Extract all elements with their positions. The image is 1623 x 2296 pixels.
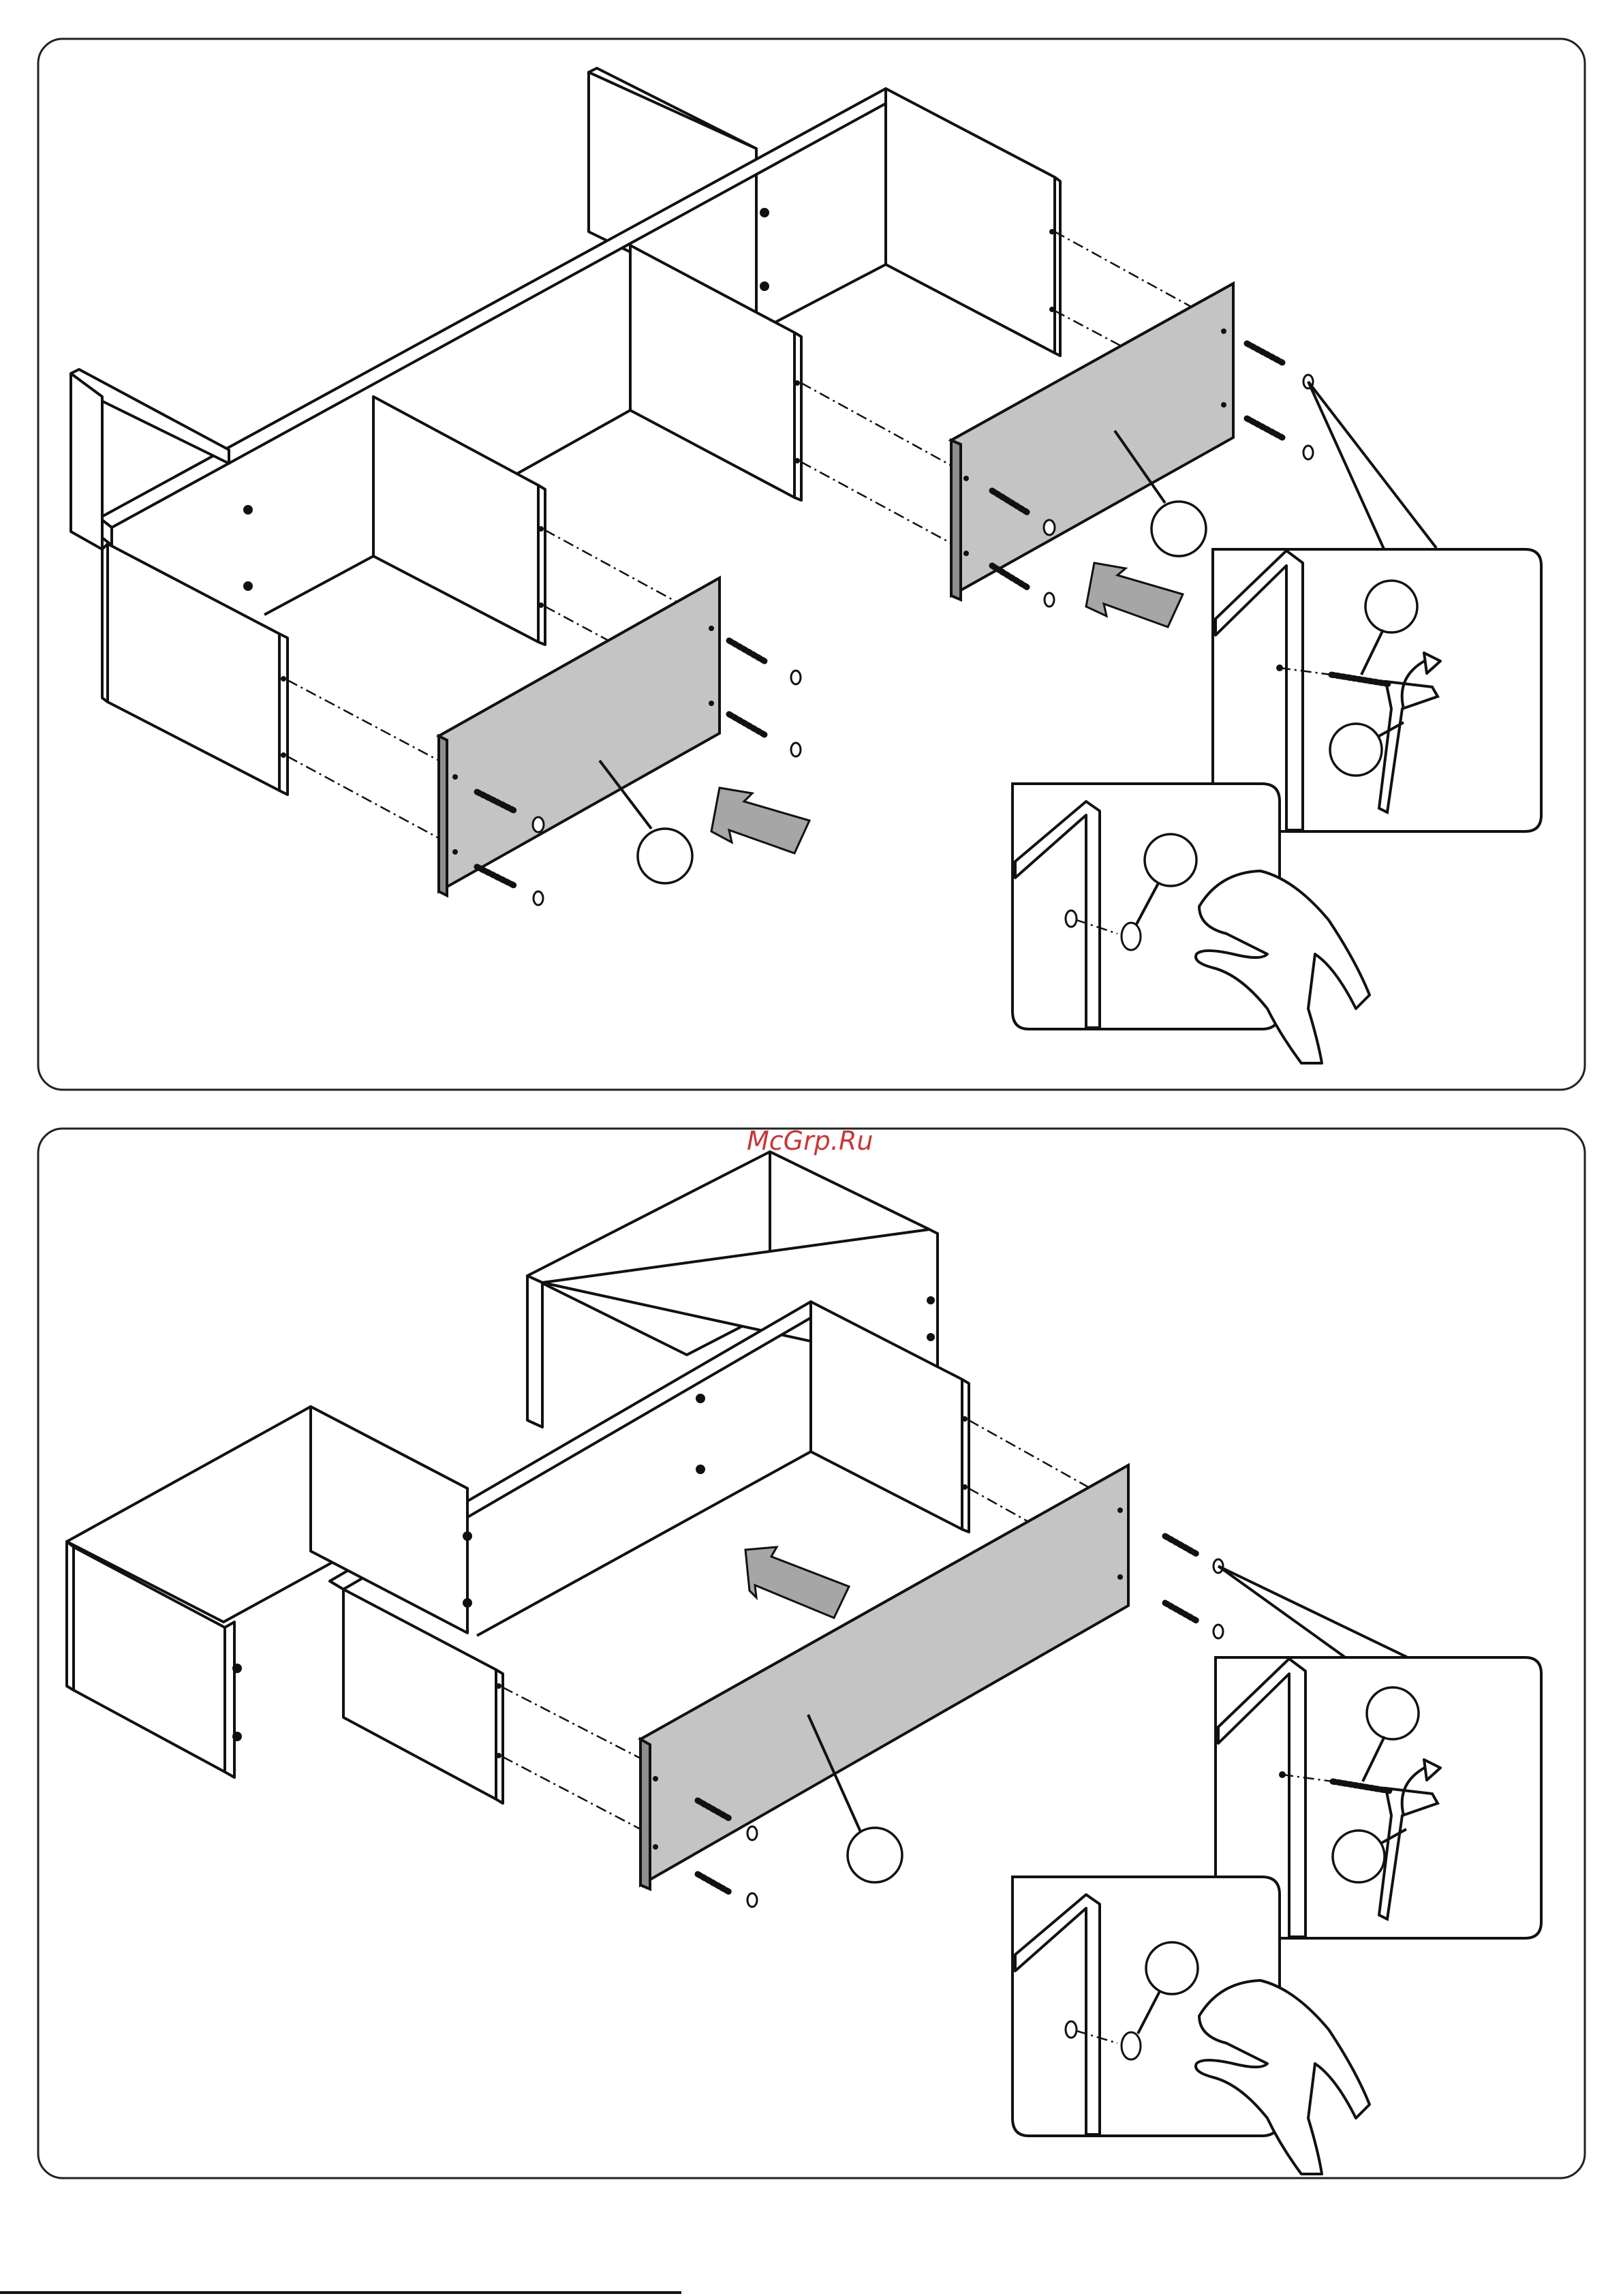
hand-icon [1196,1980,1370,2174]
push-arrow-icon [1086,563,1183,627]
push-arrow-icon [745,1547,849,1618]
push-arrow-icon [711,788,809,853]
step-a-detail-hexkey [1213,382,1541,831]
hand-icon [1196,871,1370,1063]
step-b-back-panel [640,1465,1128,1889]
step-a-back-panel-left [439,578,720,896]
